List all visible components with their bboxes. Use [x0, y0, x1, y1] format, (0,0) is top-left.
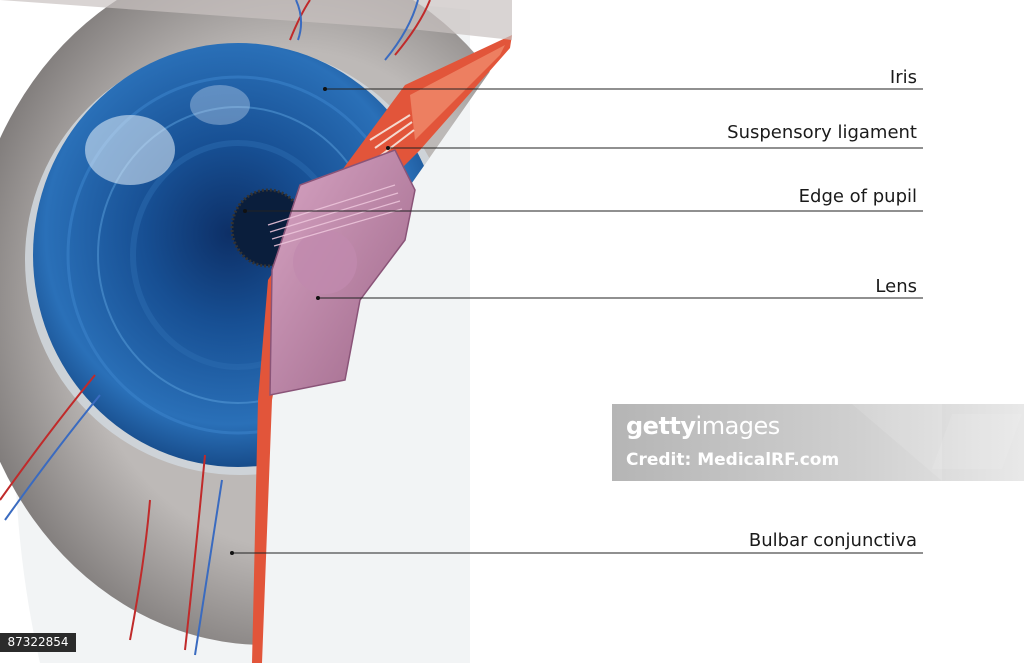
label-lens: Lens — [875, 276, 917, 297]
image-id-badge: 87322854 — [0, 633, 76, 652]
suspensory-ligament-strands — [369, 114, 415, 157]
watermark-banner: gettyimages Credit: MedicalRF.com — [612, 404, 1024, 481]
leader-lines — [232, 88, 923, 554]
watermark-brand: gettyimages — [626, 412, 780, 440]
label-bulbar-conjunctiva: Bulbar conjunctiva — [748, 530, 917, 551]
label-edge-of-pupil: Edge of pupil — [798, 186, 917, 207]
label-iris: Iris — [889, 67, 917, 88]
leader-dots — [230, 87, 390, 555]
blood-vessels — [0, 0, 431, 656]
label-suspensory-ligament: Suspensory ligament — [727, 122, 917, 143]
watermark-credit: Credit: MedicalRF.com — [626, 450, 840, 470]
